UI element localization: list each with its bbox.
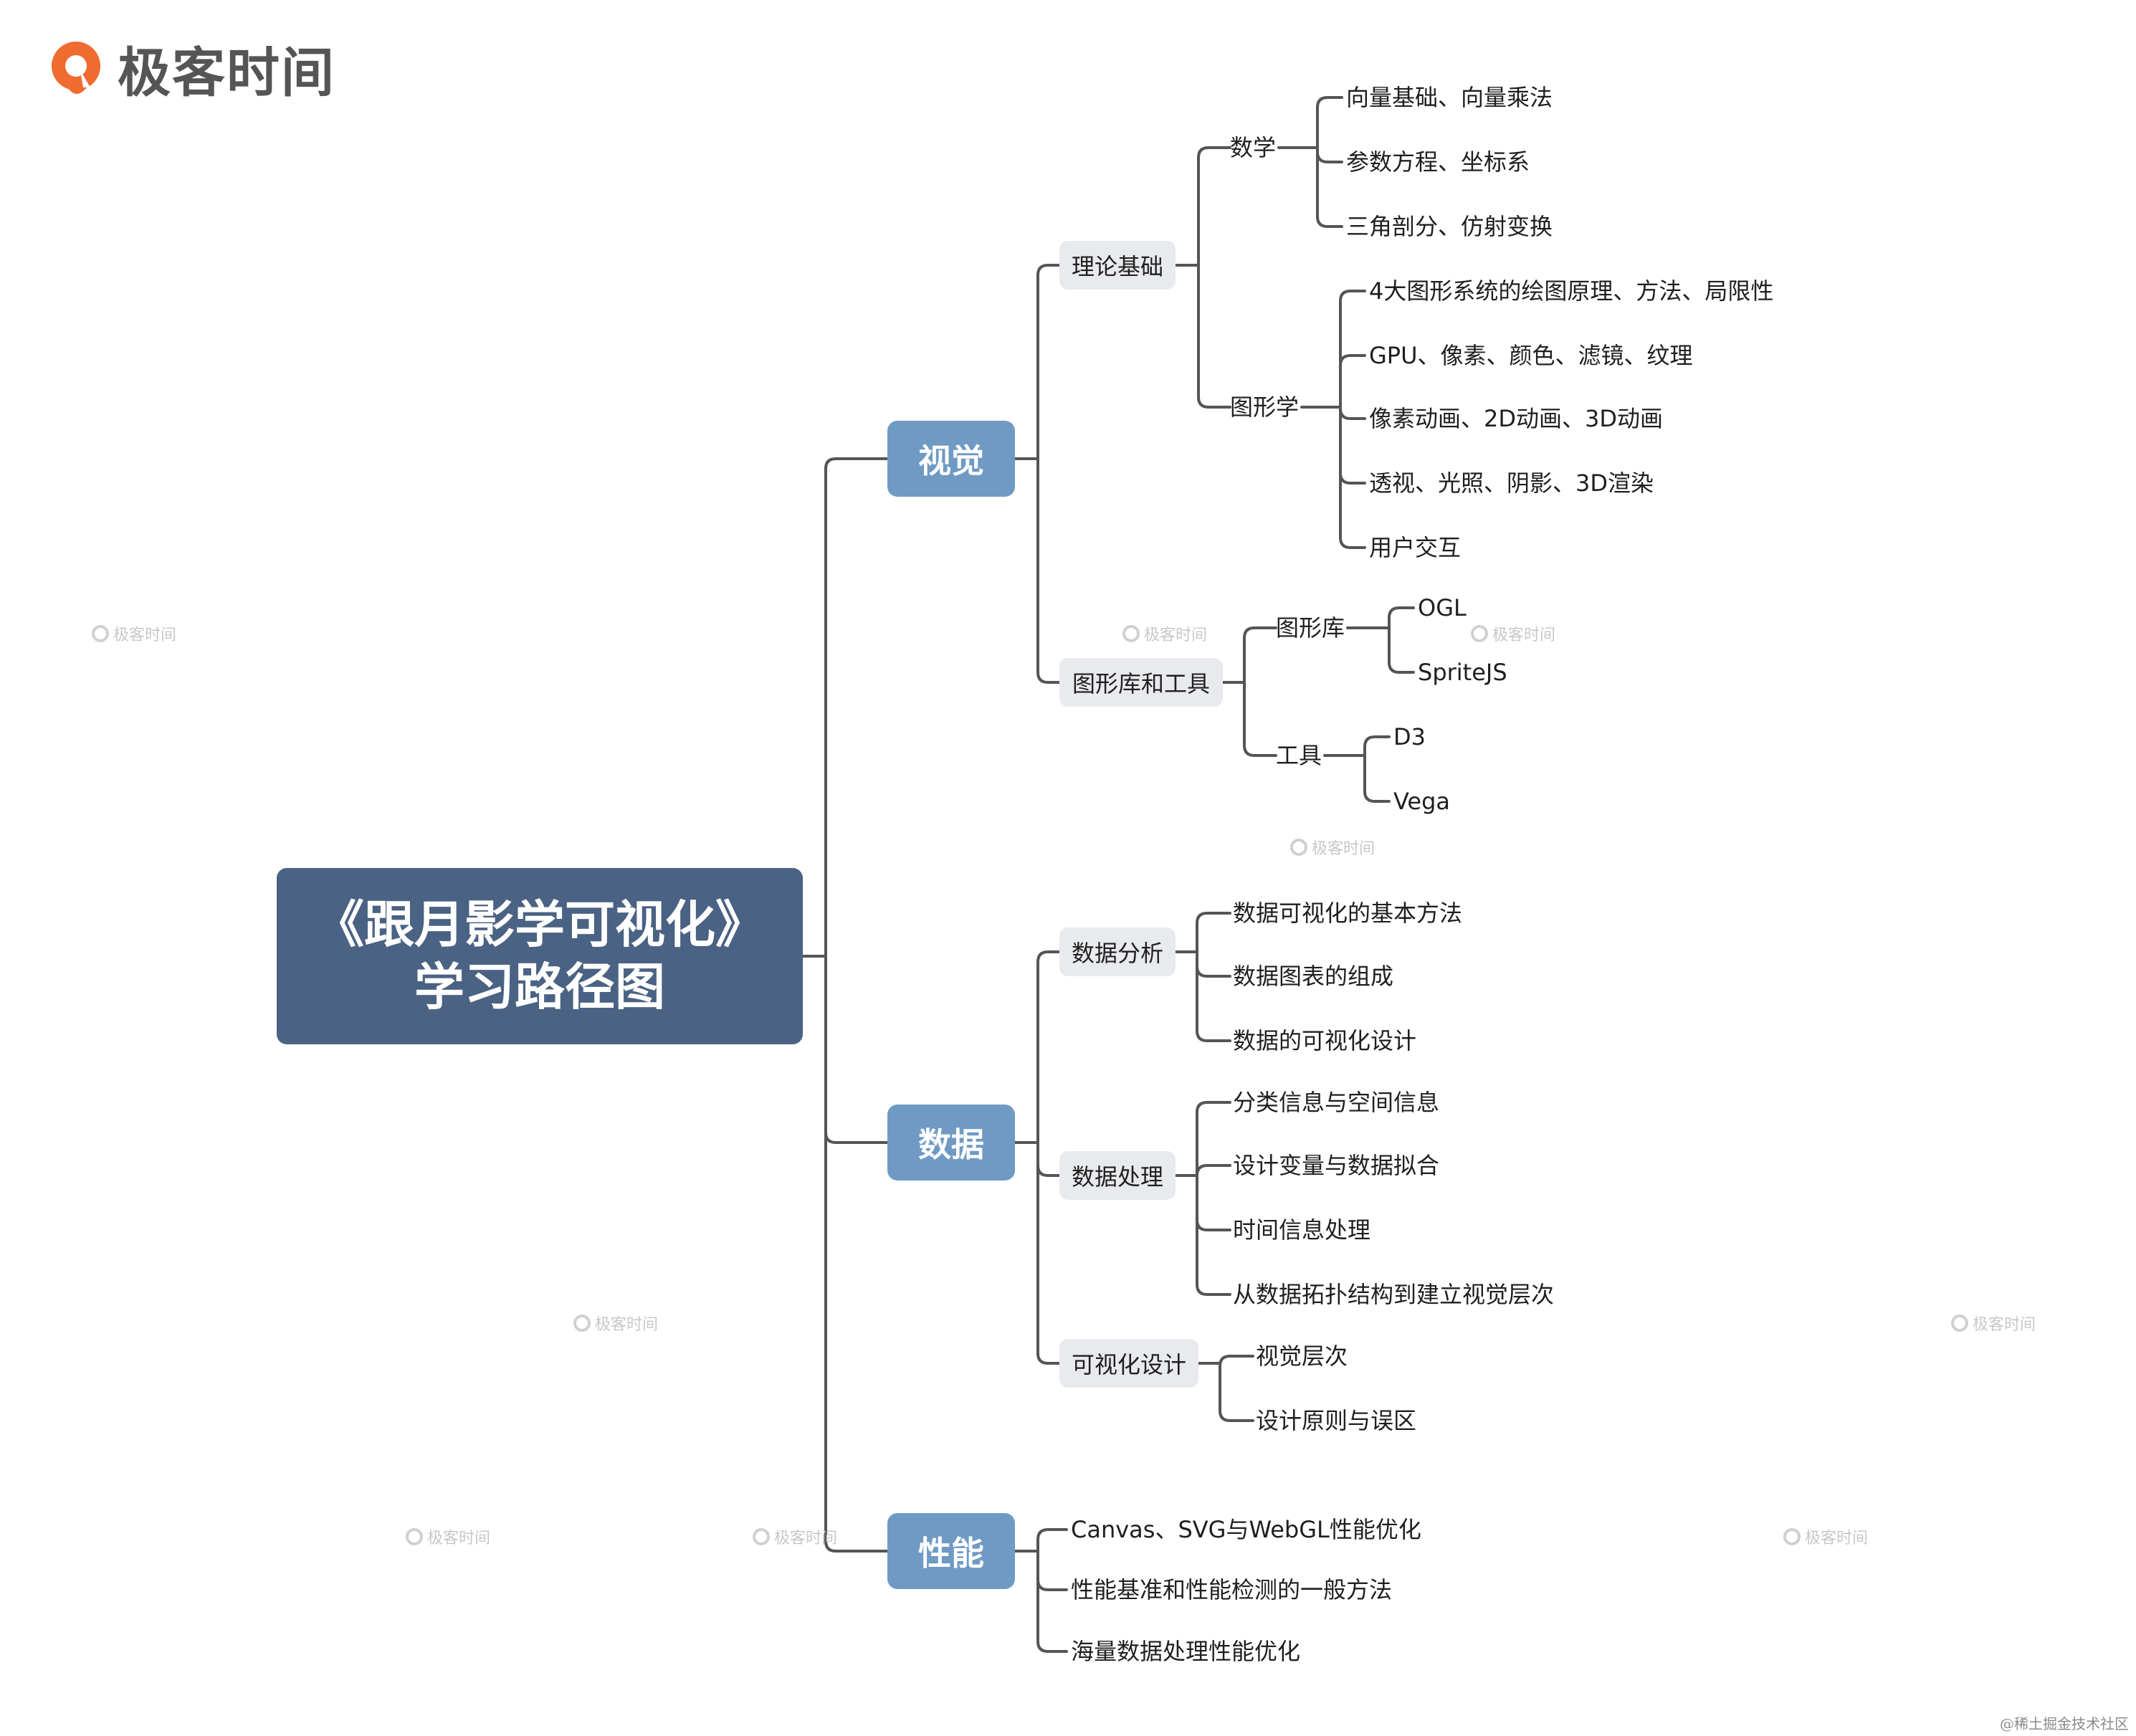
connector-line [1036,1352,1061,1365]
topic-leaf: 数学 [1230,134,1277,161]
connector-line [1036,1164,1061,1177]
topic-leaf: OGL [1418,594,1467,621]
watermark: 极客时间 [1471,622,1555,645]
subtopic: 数据分析 [1059,927,1176,976]
main-topic: 性能 [887,1513,1015,1589]
topic-leaf: D3 [1393,723,1426,750]
connector-line [824,1131,889,1144]
watermark-logo-icon [92,625,109,642]
connector-line [1196,1218,1231,1231]
topic-leaf: 图形学 [1230,394,1300,421]
watermark-logo-icon [1122,625,1140,642]
connector-line [1036,1528,1068,1541]
topic-leaf: 设计原则与误区 [1256,1407,1417,1434]
watermark-logo-icon [1290,839,1307,856]
watermark: 极客时间 [753,1525,837,1548]
connector-line [1363,735,1391,748]
connector-line [1197,396,1231,409]
topic-leaf: Vega [1393,788,1451,815]
topic-leaf: Canvas、SVG与WebGL性能优化 [1071,1516,1421,1543]
topic-leaf: 用户交互 [1369,534,1462,561]
connector-line [1243,626,1277,639]
watermark-logo-icon [573,1315,591,1332]
connector-line [1316,96,1343,109]
topic-leaf: SpriteJS [1418,659,1507,686]
connector-line [1316,151,1343,163]
connector-line [1036,671,1061,684]
connector-line [1196,1283,1231,1296]
topic-leaf: 数据可视化的基本方法 [1233,900,1463,927]
connector-line [1243,744,1277,757]
connector-line [1316,215,1343,228]
subtopic: 理论基础 [1059,241,1176,290]
topic-leaf: 工具 [1276,742,1322,769]
connector-line [1196,1164,1231,1177]
subtopic: 可视化设计 [1059,1339,1198,1388]
topic-leaf: 海量数据处理性能优化 [1071,1638,1301,1665]
topic-leaf: 时间信息处理 [1233,1216,1371,1244]
watermark: 极客时间 [1951,1312,2036,1335]
connector-line [1219,1409,1254,1422]
connector-line [1196,1101,1231,1114]
topic-leaf: 从数据拓扑结构到建立视觉层次 [1233,1281,1555,1308]
connector-line [824,1540,889,1553]
connector-line [1339,407,1366,420]
watermark: 极客时间 [1122,622,1207,645]
brand-logo: 极客时间 [44,30,335,107]
watermark: 极客时间 [1290,836,1375,859]
connector-line [1036,1640,1068,1653]
topic-leaf: 设计变量与数据拟合 [1233,1152,1440,1179]
root-topic: 《跟月影学可视化》学习路径图 [277,868,803,1044]
topic-leaf: 透视、光照、阴影、3D渲染 [1369,469,1654,497]
brand-logo-text: 极客时间 [118,42,335,104]
watermark-logo-icon [1783,1528,1801,1545]
connector-line [1197,146,1231,159]
connector-line [1388,661,1415,674]
root-title-line: 《跟月影学可视化》 [314,895,766,954]
connector-line [1196,965,1231,978]
topic-leaf: 图形库 [1276,614,1345,642]
connector-line [1196,1029,1231,1042]
connector-line [1196,912,1231,925]
topic-leaf: 视觉层次 [1256,1342,1348,1370]
main-topic: 数据 [887,1105,1015,1181]
watermark: 极客时间 [406,1525,490,1548]
watermark-logo-icon [406,1528,423,1545]
topic-leaf: 参数方程、坐标系 [1346,148,1530,176]
watermark-logo-icon [1471,625,1488,642]
geek-time-logo-icon [44,37,108,100]
subtopic: 数据处理 [1059,1151,1176,1200]
connector-line [1339,290,1366,302]
connector-line [1036,1578,1068,1591]
main-topic: 视觉 [887,421,1015,497]
topic-leaf: 三角剖分、仿射变换 [1346,213,1553,240]
connector-line [824,457,889,470]
topic-leaf: 4大图形系统的绘图原理、方法、局限性 [1369,277,1774,305]
connector-line [1339,354,1366,367]
watermark: 极客时间 [573,1312,658,1335]
topic-leaf: GPU、像素、颜色、滤镜、纹理 [1369,342,1693,369]
connector-line [1388,606,1415,619]
connector-line [1036,950,1061,963]
connector-line [1339,536,1366,549]
connector-line [1339,472,1366,485]
connector-line [1036,264,1061,277]
watermark: 极客时间 [1783,1525,1868,1548]
topic-leaf: 数据的可视化设计 [1233,1027,1417,1054]
topic-leaf: 分类信息与空间信息 [1233,1089,1440,1116]
topic-leaf: 像素动画、2D动画、3D动画 [1369,405,1664,432]
connector-line [1363,790,1391,803]
watermark: 极客时间 [92,622,176,645]
topic-leaf: 性能基准和性能检测的一般方法 [1071,1576,1393,1603]
source-credit: @稀土掘金技术社区 [2000,1715,2129,1732]
topic-leaf: 数据图表的组成 [1233,963,1394,990]
watermark-logo-icon [753,1528,770,1545]
topic-leaf: 向量基础、向量乘法 [1346,84,1553,111]
watermark-logo-icon [1951,1315,1968,1332]
root-title-line: 学习路径图 [414,958,665,1016]
connector-line [1219,1355,1254,1368]
subtopic: 图形库和工具 [1059,658,1223,707]
